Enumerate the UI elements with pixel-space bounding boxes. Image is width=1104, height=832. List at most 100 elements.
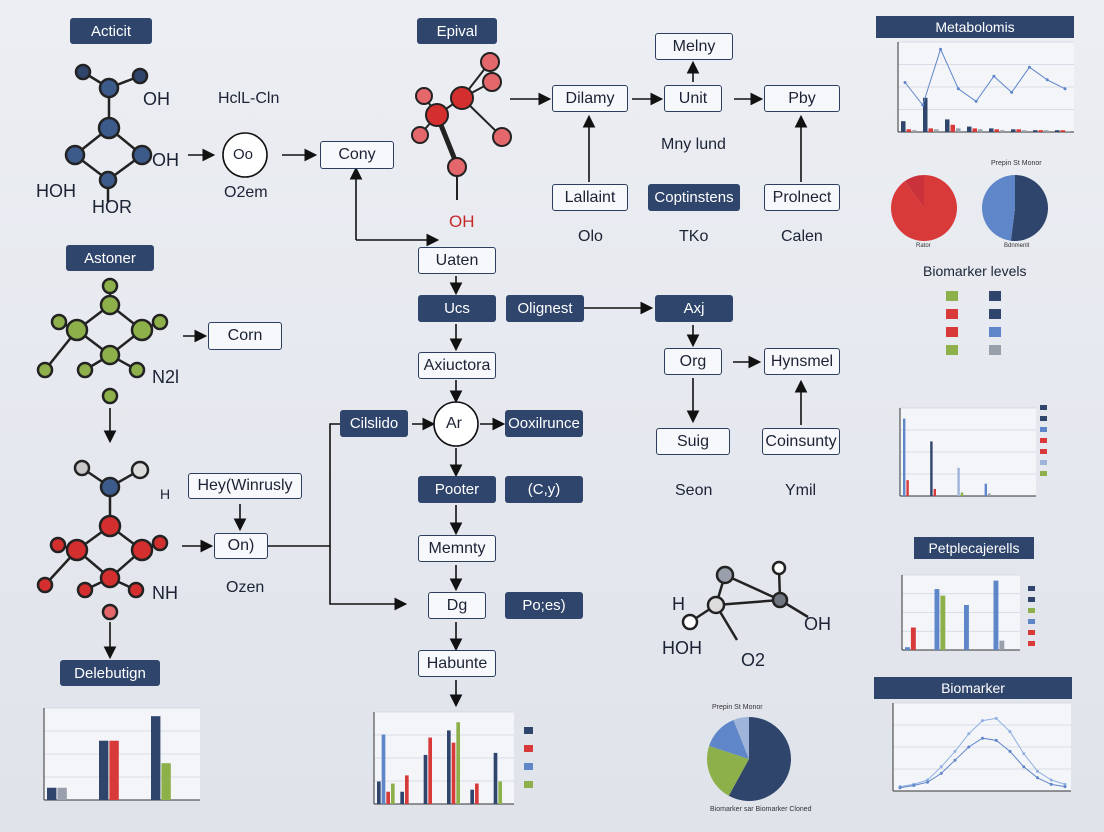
petplecajerells-bars-bar [934,589,940,650]
chem-ho-1: HOH [36,181,76,201]
box-habunte: Habunte [418,650,496,677]
biomarker-series-light-point [953,749,957,753]
box-ucs: Ucs [418,295,496,322]
box-lallaint: Lallaint [552,184,628,211]
biomarker-legend-swatch [1040,405,1047,410]
metabolomis-trend-point [1010,90,1014,94]
metabolomis-chart-bar [1000,130,1005,132]
petplecajerells-legend-swatch [1028,641,1035,646]
pie-caption-1: Prepin St Monor [991,160,1042,167]
biomarker-series-blue-point [1036,776,1039,780]
biomarker-levels-swatch [989,345,1001,355]
bottom-left-bars-bar [151,716,161,800]
pie-label-2: Bdnmenlt [1004,243,1030,249]
box-cony: Cony [320,141,394,169]
pie-blue-slice [981,175,1015,241]
biomarker-levels-swatch [946,345,958,355]
bottom-middle-legend-swatch [524,781,533,788]
bottom-middle-bars-bar [391,783,395,804]
biomarker-legend-swatch [1040,460,1047,465]
molecule-delebutign [36,459,169,621]
ar-node [433,401,479,447]
box-corn: Corn [208,322,282,350]
petplecajerells-bars-bar [964,605,969,650]
bottom-middle-bars-bar [400,791,404,804]
box-ooxirunce: Ooxilrunce [505,410,583,437]
biomarker-bars-bar [930,441,933,496]
biomarker-series-light-point [1022,752,1026,756]
label-ar: Ar [446,415,462,432]
metabolomis-trend-point [974,99,978,103]
panel-title-biomarker-levels: Biomarker levels [923,263,1027,279]
bottom-middle-bars-bar [493,752,498,804]
box-poes: Po;es) [505,592,583,619]
metabolomis-chart-bar [906,129,911,132]
chem-h-1: H [160,486,171,502]
bottom-left-bars-bar [47,787,57,800]
bottom-left-bars-bar [109,740,119,800]
metabolomis-trend-point [903,81,907,84]
metabolomis-chart-bar [923,97,928,132]
chem-hoh: HOH [662,638,702,658]
metabolomis-trend-point [1045,78,1049,82]
metabolomis-chart-bar [967,126,972,132]
biomarker-levels-swatch [946,291,958,301]
metabolomis-chart-bar [1060,130,1065,132]
biomarker-series-light-point [1036,769,1039,773]
biomarker-bars-bar [903,418,906,496]
box-hynsmel: Hynsmel [764,348,840,375]
petplecajerells-bars-bar [905,647,910,650]
box-hey: Hey(Winrusly [188,473,302,499]
box-axiuctora: Axiuctora [418,352,496,379]
bottom-middle-bars-bar [423,754,428,804]
bottom-middle-bars-bar [447,730,451,804]
petplecajerells-legend-swatch [1028,630,1035,635]
metabolomis-trend-point [939,47,943,51]
box-org: Org [664,348,722,375]
chem-ho-2: HOR [92,197,132,217]
label-epival: Epival [417,18,497,44]
chem-oh-3: OH [804,614,831,634]
label-seon: Seon [675,482,713,499]
metabolomis-chart-bar [1011,129,1016,132]
biomarker-series-light-point [939,765,943,769]
petplecajerells-legend-swatch [1028,619,1035,624]
box-coptinstens: Coptinstens [648,184,740,211]
label-oo: Oo [233,146,254,163]
label-tko: TKo [679,228,709,245]
pie-blue-slice [1010,175,1048,241]
biomarker-levels-swatch [946,327,958,337]
panel-title-petplecajerells: Petplecajerells [914,537,1034,559]
bottom-middle-bars-bar [456,722,460,804]
biomarker-levels-swatch [989,327,1001,337]
bottom-middle-bars-bar [377,781,381,804]
petplecajerells-bars-bar [910,627,916,650]
chem-nh: NH [152,583,178,603]
biomarker-legend-swatch [1040,438,1047,443]
biomarker-series-blue-point [1008,749,1012,753]
biomarker-series-blue-point [1063,785,1067,789]
box-coinsunty: Coinsunty [762,428,840,455]
metabolomis-chart-bar [901,121,906,132]
chem-h-2: H [672,594,685,614]
metabolomis-chart-bar [945,119,950,132]
metabolomis-chart-bar [1033,130,1038,132]
box-dg: Dg [428,592,486,619]
biomarker-legend-swatch [1040,471,1047,476]
box-dilamy: Dilamy [552,85,628,112]
biomarker-bars-bar [957,467,960,496]
biomarker-series-blue-point [1022,765,1026,769]
metabolomis-chart-bar [1044,130,1049,132]
label-mny-lund: Mny lund [661,136,726,153]
pie-label-1: Rator [916,243,931,249]
biomarker-bars-bar [906,480,909,496]
biomarker-series-light-point [926,778,929,782]
box-axj: Axj [655,295,733,322]
label-olo: Olo [578,228,603,245]
metabolomis-chart-bar [950,124,955,132]
box-prolnect: Prolnect [764,184,840,211]
box-olignest: Olignest [506,295,584,322]
biomarker-series-blue-point [898,786,902,790]
